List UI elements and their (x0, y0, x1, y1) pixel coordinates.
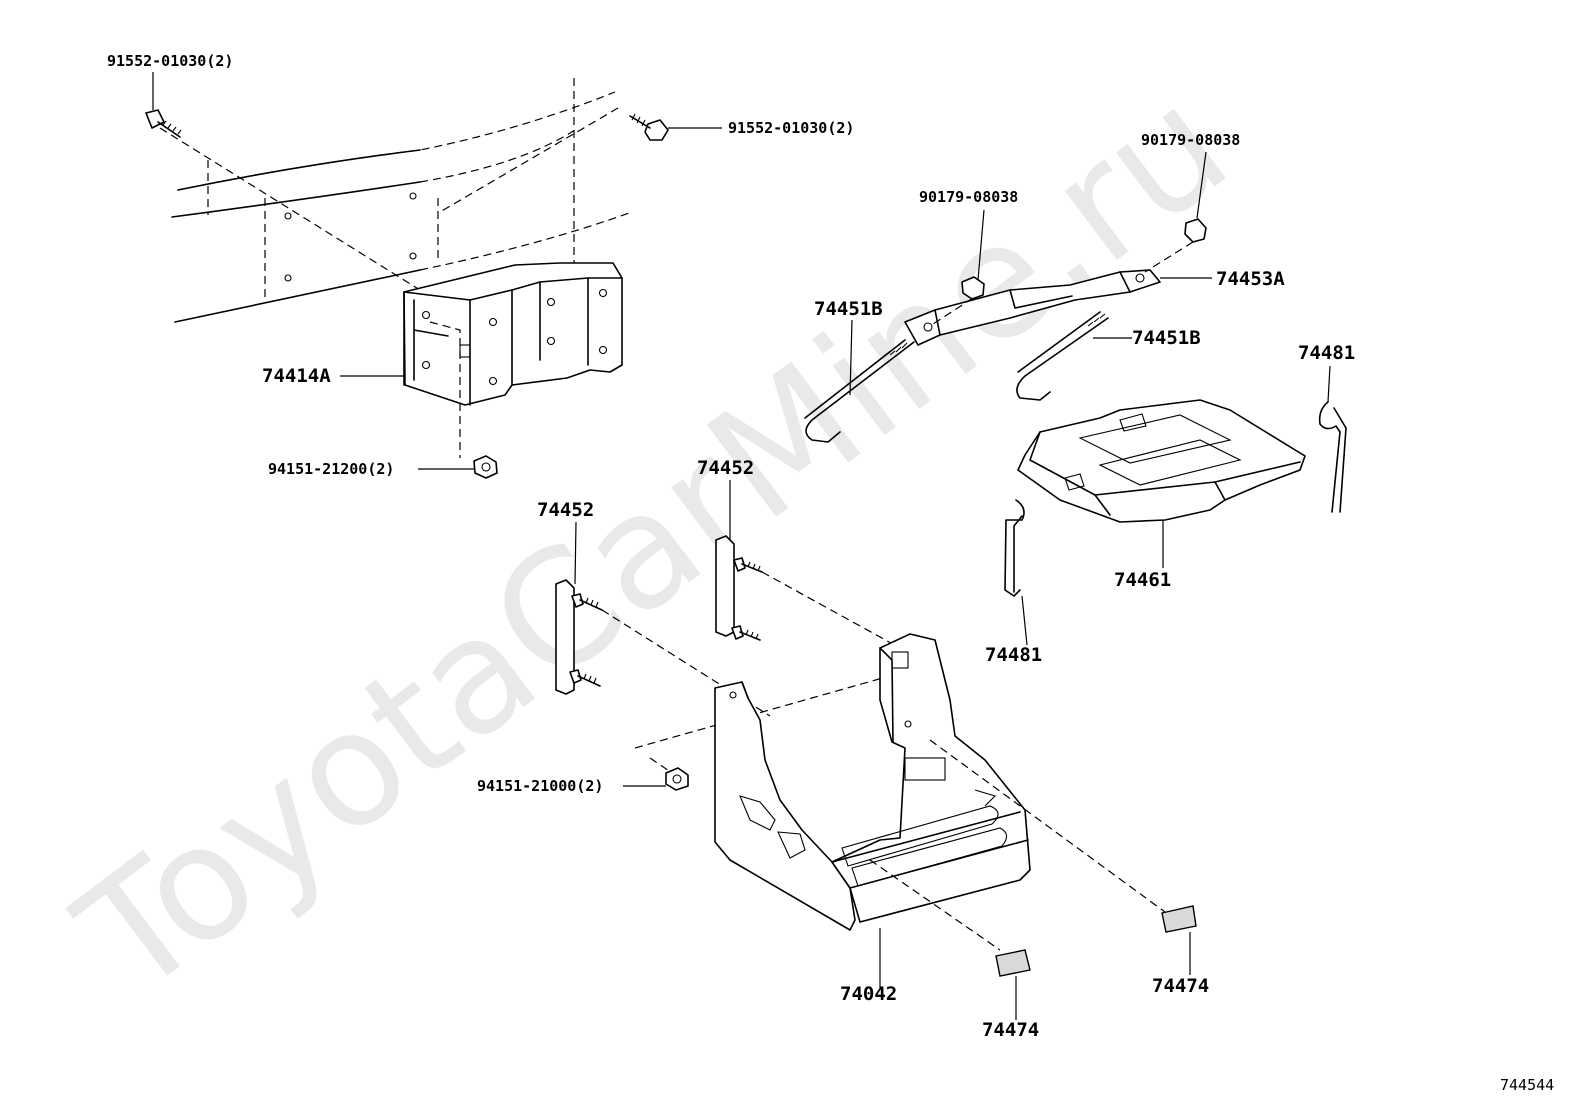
label-pad-bottom: 74474 (982, 1019, 1039, 1041)
frame-bracket-74414a (403, 262, 623, 406)
battery-carrier (714, 633, 1031, 931)
label-stud-plate-left: 74452 (537, 499, 594, 521)
label-frame-bracket: 74414A (262, 365, 331, 387)
label-hook-bolt-right: 74451B (1132, 327, 1201, 349)
label-nut-frame: 94151-21200(2) (268, 460, 394, 478)
bolt-top-left (145, 109, 182, 138)
stud-plate-left (555, 579, 603, 695)
hold-down-rod-left (1004, 499, 1025, 597)
battery-tray-top (1017, 399, 1306, 523)
label-nut-clamp-left: 90179-08038 (919, 188, 1018, 206)
nut-clamp-left (961, 276, 985, 300)
label-bolt-top-left: 91552-01030(2) (107, 52, 233, 70)
label-battery-carrier: 74042 (840, 983, 897, 1005)
nut-frame (473, 455, 498, 479)
hook-bolt-right (1016, 311, 1109, 401)
stud-plate-right (715, 535, 763, 641)
label-clamp: 74453A (1216, 268, 1285, 290)
label-pad-right: 74474 (1152, 975, 1209, 997)
bolt-top-right (629, 113, 669, 141)
nut-carrier (665, 767, 689, 791)
pad-right (1161, 905, 1197, 933)
watermark: ToyotaCarMine.ru (46, 53, 1260, 1031)
pad-bottom (995, 949, 1031, 977)
label-nut-clamp-right: 90179-08038 (1141, 131, 1240, 149)
label-stud-plate-right: 74452 (697, 457, 754, 479)
nut-clamp-right (1184, 218, 1207, 243)
label-hold-down-rod-left: 74481 (985, 644, 1042, 666)
hold-down-rod-right (1318, 401, 1347, 513)
frame-rail (171, 78, 633, 370)
label-nut-carrier: 94151-21000(2) (477, 777, 603, 795)
figure-id: 744544 (1500, 1076, 1554, 1094)
label-hold-down-rod-right: 74481 (1298, 342, 1355, 364)
label-hook-bolt-left: 74451B (814, 298, 883, 320)
clamp-74453a (904, 269, 1161, 346)
hook-bolt-left (804, 339, 915, 443)
label-battery-tray-top: 74461 (1114, 569, 1171, 591)
label-bolt-top-right: 91552-01030(2) (728, 119, 854, 137)
